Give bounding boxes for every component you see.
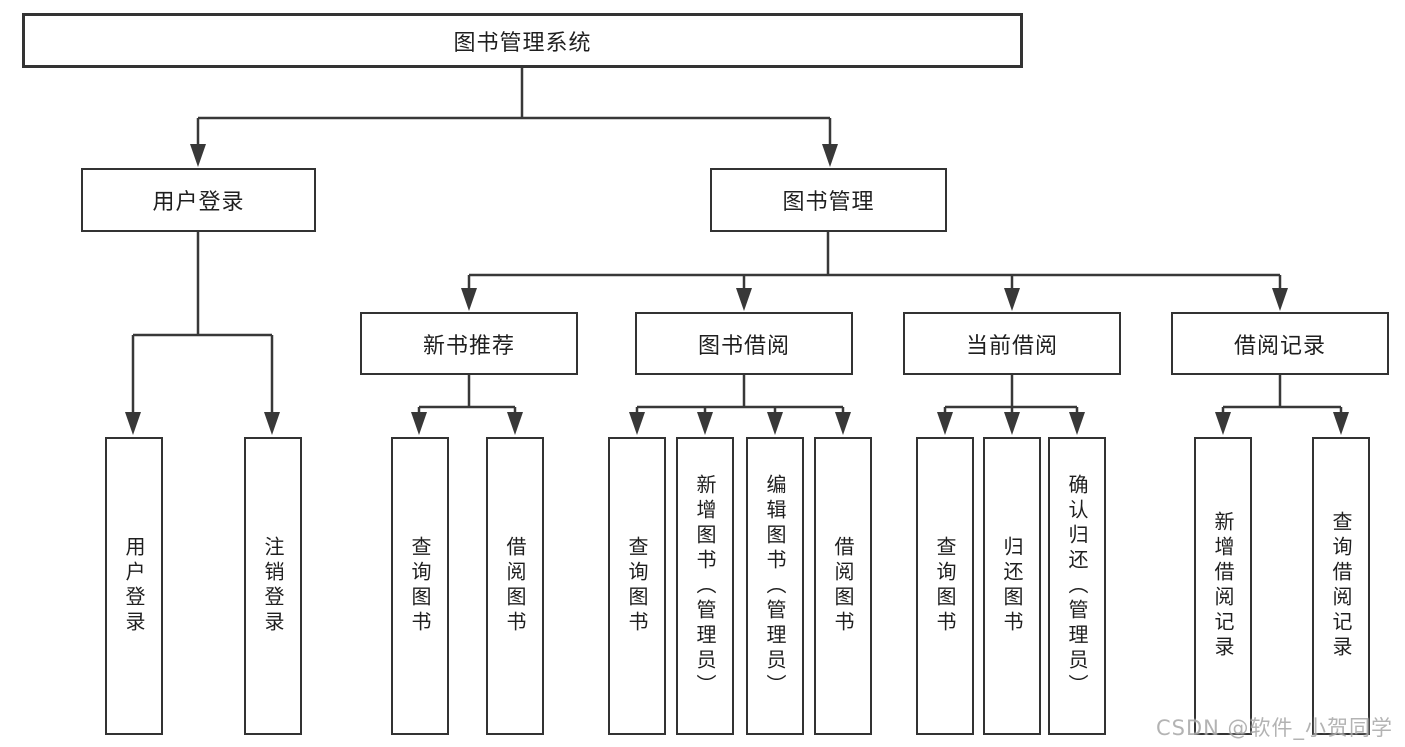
- node-current-borrow: 当前借阅: [903, 312, 1121, 375]
- node-library-management-system: 图书管理系统: [22, 13, 1023, 68]
- leaf-logout: 注销登录: [244, 437, 302, 735]
- node-book-borrow: 图书借阅: [635, 312, 853, 375]
- node-borrow-records: 借阅记录: [1171, 312, 1389, 375]
- node-user-login: 用户登录: [81, 168, 316, 232]
- leaf-edit-books-admin: 编辑图书（管理员）: [746, 437, 804, 735]
- csdn-watermark: CSDN @软件_小贺同学: [1156, 716, 1394, 740]
- leaf-borrow-books-recommend: 借阅图书: [486, 437, 544, 735]
- leaf-query-books-recommend: 查询图书: [391, 437, 449, 735]
- leaf-user-login: 用户登录: [105, 437, 163, 735]
- leaf-confirm-return-admin: 确认归还（管理员）: [1048, 437, 1106, 735]
- leaf-query-borrow-record: 查询借阅记录: [1312, 437, 1370, 735]
- node-book-management: 图书管理: [710, 168, 947, 232]
- leaf-return-books: 归还图书: [983, 437, 1041, 735]
- leaf-add-borrow-record: 新增借阅记录: [1194, 437, 1252, 735]
- leaf-add-books-admin: 新增图书（管理员）: [676, 437, 734, 735]
- leaf-borrow-books: 借阅图书: [814, 437, 872, 735]
- leaf-query-books-current: 查询图书: [916, 437, 974, 735]
- node-new-book-recommend: 新书推荐: [360, 312, 578, 375]
- leaf-query-books-borrow: 查询图书: [608, 437, 666, 735]
